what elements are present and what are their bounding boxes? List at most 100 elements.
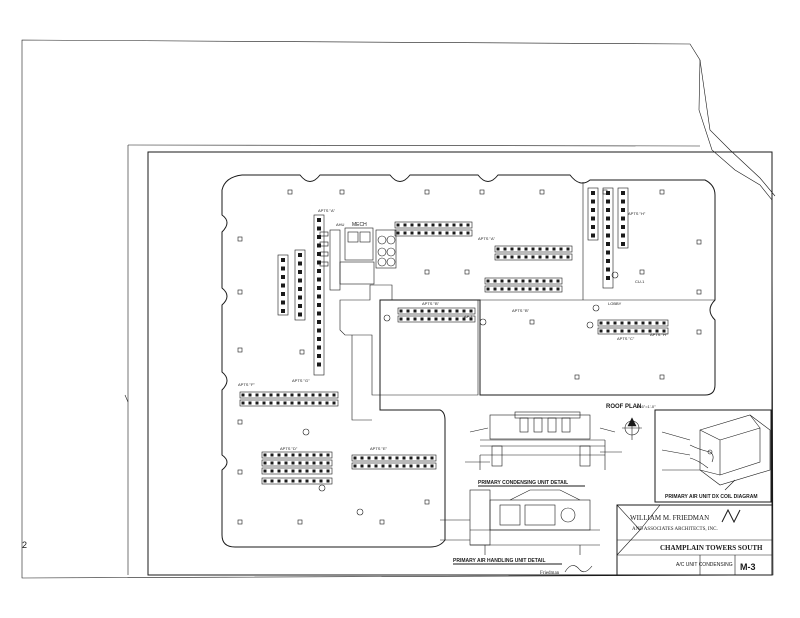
condensing-unit (423, 456, 427, 460)
condensing-unit (284, 479, 288, 483)
stacked-unit (317, 235, 321, 239)
condensing-unit (262, 401, 266, 405)
condensing-unit (620, 321, 624, 325)
signature-mark-icon (721, 508, 741, 524)
condensing-unit (459, 231, 463, 235)
stacked-unit (317, 252, 321, 256)
condensing-unit (396, 223, 400, 227)
condensing-unit (406, 317, 410, 321)
condensing-unit (326, 461, 330, 465)
label-ahu: AHU (336, 222, 345, 227)
condensing-unit (298, 479, 302, 483)
condensing-unit (634, 329, 638, 333)
label-cu: CU-1 (635, 279, 645, 284)
condensing-unit (277, 453, 281, 457)
stacked-unit (606, 233, 610, 238)
condensing-unit (552, 247, 556, 251)
stacked-unit (606, 216, 610, 221)
condensing-unit (599, 321, 603, 325)
condensing-unit (291, 469, 295, 473)
stacked-unit (591, 199, 595, 204)
condensing-unit (367, 464, 371, 468)
condensing-unit (455, 317, 459, 321)
condensing-unit (538, 255, 542, 259)
cu-row-frame (494, 245, 573, 253)
firm-subtitle: AND ASSOCIATES ARCHITECTS, INC. (632, 527, 718, 532)
stacked-unit (591, 225, 595, 229)
condensing-unit (514, 287, 518, 291)
stacked-unit (591, 233, 595, 238)
condensing-unit (434, 317, 438, 321)
label-apts-h1: APTS "H" (628, 211, 646, 216)
stacked-unit (298, 287, 302, 291)
condensing-unit (528, 279, 532, 283)
condensing-unit (452, 223, 456, 227)
condensing-unit (325, 393, 329, 397)
condensing-unit (399, 317, 403, 321)
condensing-unit (469, 317, 473, 321)
stacked-unit (281, 275, 285, 279)
condensing-unit (559, 255, 563, 259)
sheet-title: A/C UNIT CONDENSING (676, 562, 733, 568)
condensing-unit (510, 247, 514, 251)
condensing-unit (507, 287, 511, 291)
condensing-unit (462, 309, 466, 313)
stacked-unit (298, 278, 302, 283)
condensing-unit (448, 309, 452, 313)
condensing-unit (381, 464, 385, 468)
condensing-unit (517, 247, 521, 251)
condensing-unit (298, 461, 302, 465)
condensing-unit (641, 329, 645, 333)
coil-diagram-title: PRIMARY AIR UNIT DX COIL DIAGRAM (665, 494, 758, 500)
condensing-unit (291, 479, 295, 483)
stacked-unit (298, 295, 302, 300)
condensing-unit (276, 393, 280, 397)
condensing-unit (319, 461, 323, 465)
condensing-unit (297, 393, 301, 397)
stacked-unit (621, 208, 625, 212)
label-apts-h2: APTS "H" (650, 332, 668, 337)
condensing-unit (399, 309, 403, 313)
cu-row-frame (397, 315, 476, 323)
condensing-unit (535, 279, 539, 283)
stacked-unit (317, 328, 321, 333)
condensing-unit (318, 393, 322, 397)
condensing-unit (319, 469, 323, 473)
vertical-stacks (277, 187, 629, 376)
stacked-unit (317, 345, 321, 350)
condensing-unit (312, 469, 316, 473)
stacked-unit (317, 303, 321, 307)
stacked-unit (621, 216, 625, 221)
condensing-unit (655, 321, 659, 325)
condensing-unit (445, 231, 449, 235)
label-apts-a1: APTS "A" (318, 208, 336, 213)
label-apts-b1: APTS "B" (422, 301, 440, 306)
condensing-unit (262, 393, 266, 397)
stacked-unit (298, 270, 302, 274)
condensing-unit (409, 464, 413, 468)
stacked-unit (281, 292, 285, 296)
condensing-unit (493, 279, 497, 283)
condensing-unit (648, 329, 652, 333)
condensing-unit (503, 255, 507, 259)
condensing-unit (438, 231, 442, 235)
condensing-unit (297, 401, 301, 405)
condensing-unit (486, 287, 490, 291)
label-apts-a2: APTS "A" (478, 236, 496, 241)
condensing-unit (326, 469, 330, 473)
condensing-unit (648, 321, 652, 325)
condensing-unit (445, 223, 449, 227)
condensing-unit (255, 401, 259, 405)
condensing-unit (311, 393, 315, 397)
roof-plan-scale: 1/16"=1'-0" (636, 404, 656, 409)
stacked-unit (317, 218, 321, 222)
condensing-unit (556, 279, 560, 283)
condensing-unit (283, 393, 287, 397)
condensing-unit (500, 279, 504, 283)
condensing-unit (388, 464, 392, 468)
stacked-unit (317, 243, 321, 248)
condensing-unit (353, 464, 357, 468)
condensing-unit (496, 255, 500, 259)
condensing-unit (427, 317, 431, 321)
stacked-unit (591, 216, 595, 221)
